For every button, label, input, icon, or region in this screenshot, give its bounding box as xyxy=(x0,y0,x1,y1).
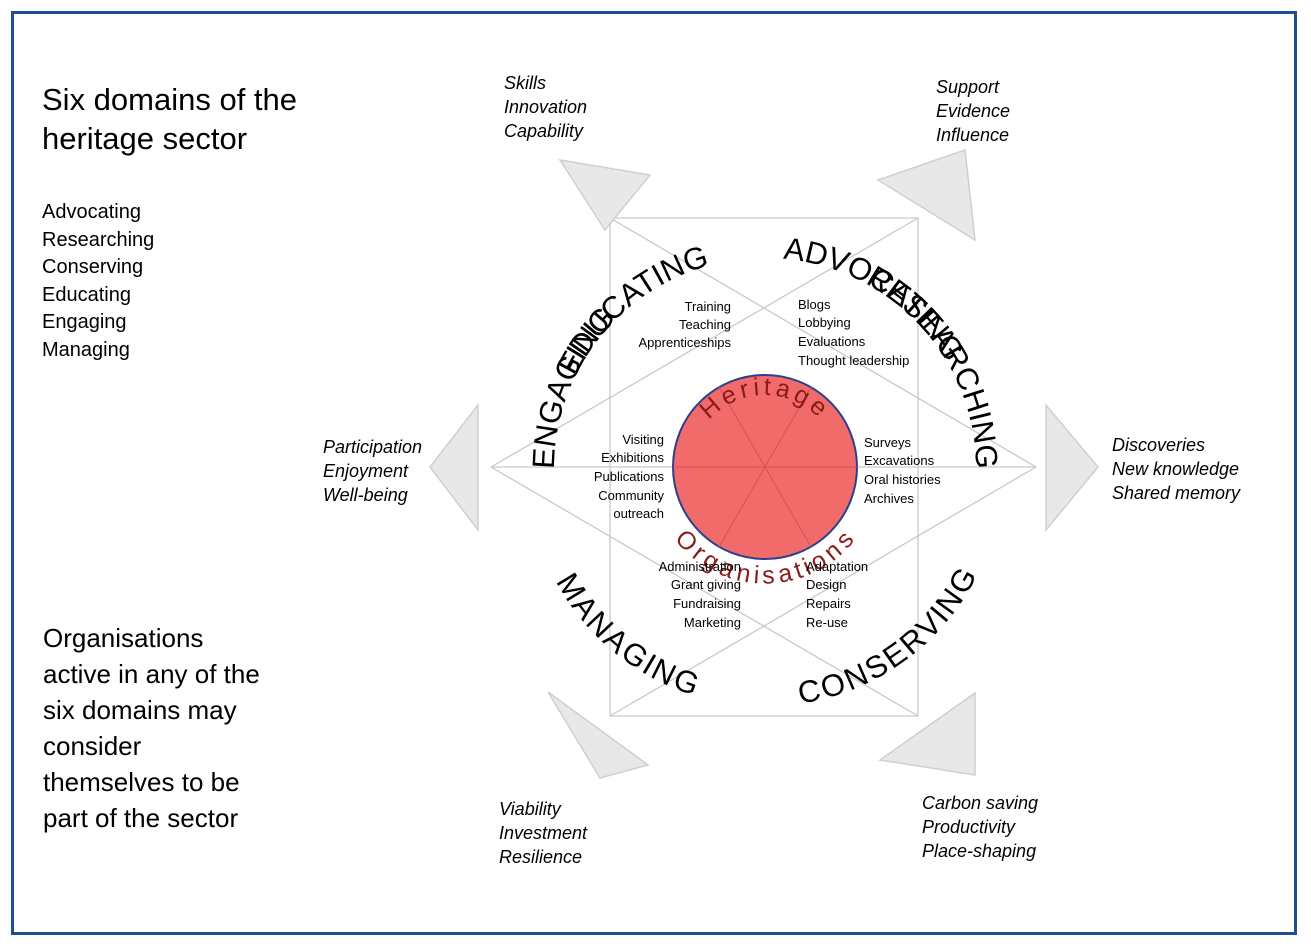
activity-item: Adaptation xyxy=(806,559,868,574)
domain-list: Advocating Researching Conserving Educat… xyxy=(42,199,154,364)
activity-item: Blogs xyxy=(798,297,831,312)
heritage-core: Heritage Organisations xyxy=(669,373,858,590)
activity-item: Marketing xyxy=(684,615,741,630)
activity-item: Training xyxy=(685,299,731,314)
activity-item: Re-use xyxy=(806,615,848,630)
page-title: Six domains of the heritage sector xyxy=(42,80,297,158)
activity-item: Surveys xyxy=(864,435,911,450)
outcomes-advocating: Support Evidence Influence xyxy=(936,77,1010,145)
activity-item: Exhibitions xyxy=(601,450,664,465)
activity-item: Fundraising xyxy=(673,596,741,611)
outcome-item: Viability xyxy=(499,799,562,819)
outcome-item: Shared memory xyxy=(1112,483,1241,503)
star-lines xyxy=(490,217,1037,717)
domain-list-item: Conserving xyxy=(42,256,144,278)
arrow-triangle xyxy=(547,691,650,779)
arrow-triangle xyxy=(878,691,976,776)
domain-list-item: Engaging xyxy=(42,311,127,333)
star-line xyxy=(490,217,919,468)
activity-item: Repairs xyxy=(806,596,851,611)
activity-item: Lobbying xyxy=(798,315,851,330)
sector-note: Organisations active in any of the six d… xyxy=(43,620,303,836)
outcome-item: Productivity xyxy=(922,817,1016,837)
activity-item: Publications xyxy=(594,469,665,484)
activities-advocating: Blogs Lobbying Evaluations Thought leade… xyxy=(798,297,909,368)
outcome-item: Place-shaping xyxy=(922,841,1036,861)
outcome-item: Investment xyxy=(499,823,588,843)
outcome-item: Participation xyxy=(323,437,422,457)
arrow-triangle xyxy=(429,402,479,533)
ring-label-engaging-path: ENGAGING xyxy=(526,300,622,470)
activities-managing: Administration Grant giving Fundraising … xyxy=(659,559,741,630)
note-line: part of the sector xyxy=(43,803,239,833)
activity-item: Thought leadership xyxy=(798,353,909,368)
activity-item: Grant giving xyxy=(671,577,741,592)
activity-item: Evaluations xyxy=(798,334,866,349)
outcome-item: Evidence xyxy=(936,101,1010,121)
outcome-item: New knowledge xyxy=(1112,459,1239,479)
outcomes-educating: Skills Innovation Capability xyxy=(504,73,587,141)
outcome-arrows xyxy=(429,148,1099,779)
core-spoke xyxy=(718,386,812,548)
outcome-item: Innovation xyxy=(504,97,587,117)
domain-list-item: Advocating xyxy=(42,201,141,223)
activity-item: Apprenticeships xyxy=(639,335,732,350)
outcome-item: Resilience xyxy=(499,847,582,867)
outcome-item: Well-being xyxy=(323,485,408,505)
outcomes-conserving: Carbon saving Productivity Place-shaping xyxy=(922,793,1038,861)
title-line-2: heritage sector xyxy=(42,121,248,156)
star-line xyxy=(609,466,1037,717)
domain-list-item: Researching xyxy=(42,228,155,251)
arrow-triangle xyxy=(558,158,652,232)
note-line: six domains may xyxy=(43,695,237,725)
star-line xyxy=(490,466,919,717)
activity-item: Community xyxy=(598,488,664,503)
activities-educating: Training Teaching Apprenticeships xyxy=(639,299,732,350)
outcome-labels: Skills Innovation Capability Support Evi… xyxy=(323,73,1241,867)
outcome-item: Skills xyxy=(504,73,546,93)
outcome-item: Capability xyxy=(504,121,584,141)
activities-conserving: Adaptation Design Repairs Re-use xyxy=(806,559,868,630)
arrow-triangle xyxy=(1045,402,1099,533)
outcomes-researching: Discoveries New knowledge Shared memory xyxy=(1112,435,1241,503)
activity-item: Oral histories xyxy=(864,472,941,487)
star-line xyxy=(609,217,1037,468)
arrow-triangle xyxy=(876,148,976,242)
activity-item: Teaching xyxy=(679,317,731,332)
outcome-item: Discoveries xyxy=(1112,435,1205,455)
outcome-item: Carbon saving xyxy=(922,793,1038,813)
diagram-frame xyxy=(11,11,1297,935)
domain-list-item: Educating xyxy=(42,283,131,306)
activities-researching: Surveys Excavations Oral histories Archi… xyxy=(864,435,941,506)
core-spokes xyxy=(673,386,857,548)
note-line: Organisations xyxy=(43,623,204,653)
outcomes-engaging: Participation Enjoyment Well-being xyxy=(323,437,422,505)
activity-item: Visiting xyxy=(622,432,664,447)
outcome-item: Support xyxy=(936,77,1000,97)
domain-list-item: Managing xyxy=(42,338,130,361)
note-line: consider xyxy=(43,731,142,761)
activity-item: Excavations xyxy=(864,453,935,468)
activity-item: Administration xyxy=(659,559,741,574)
note-line: active in any of the xyxy=(43,659,260,689)
note-line: themselves to be xyxy=(43,767,240,797)
activity-item: Design xyxy=(806,577,846,592)
activity-item: Archives xyxy=(864,491,914,506)
outcome-item: Influence xyxy=(936,125,1009,145)
activities-engaging: Visiting Exhibitions Publications Commun… xyxy=(594,432,665,521)
ring-label-engaging: ENGAGING xyxy=(526,300,622,470)
activity-labels: Training Teaching Apprenticeships Blogs … xyxy=(594,297,941,630)
activity-item: outreach xyxy=(613,506,664,521)
outcomes-managing: Viability Investment Resilience xyxy=(499,799,588,867)
title-line-1: Six domains of the xyxy=(42,82,298,117)
outcome-item: Enjoyment xyxy=(323,461,409,481)
